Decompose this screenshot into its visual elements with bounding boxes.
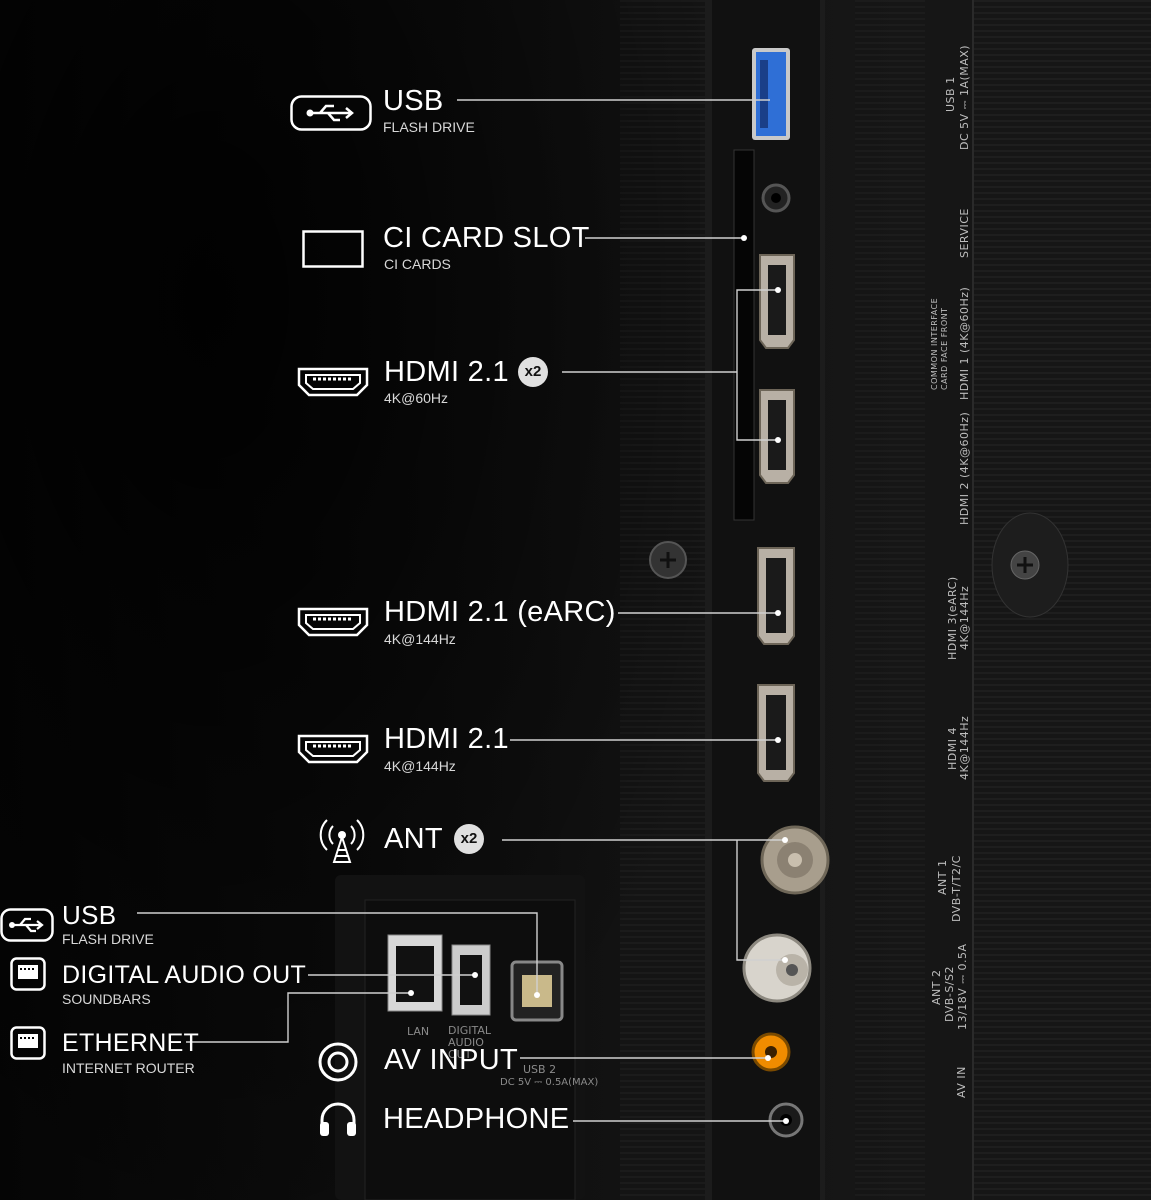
hdmi-pair-count-badge: x2 — [518, 357, 548, 387]
ci-card-icon — [302, 230, 364, 268]
headphone-title: HEADPHONE — [383, 1103, 570, 1135]
panel-label-usb2: USB 2 — [523, 1063, 557, 1076]
hdmi-pair-title: HDMI 2.1 — [384, 356, 509, 388]
panel-label-ant2-std: DVB-S/S2 — [943, 966, 956, 1022]
panel-label-usb1-power: DC 5V ⎓ 1A(MAX) — [958, 44, 971, 150]
panel-label-ant2: ANT 2 — [930, 969, 943, 1005]
panel-label-hdmi1: HDMI 1 (4K@60Hz) — [958, 286, 971, 400]
panel-label-usb2-power: DC 5V ⎓ 0.5A(MAX) — [500, 1077, 599, 1088]
av-input-title: AV INPUT — [384, 1044, 518, 1076]
panel-label-hdmi3-rate: 4K@144Hz — [958, 585, 971, 650]
hdmi-earc-title: HDMI 2.1 (eARC) — [384, 596, 616, 628]
hdmi-single-icon — [297, 734, 369, 764]
ethernet-icon — [10, 1026, 46, 1060]
ant-count-badge: x2 — [454, 824, 484, 854]
ethernet-subtitle: INTERNET ROUTER — [62, 1060, 195, 1076]
hdmi-pair-subtitle: 4K@60Hz — [384, 390, 449, 406]
digital-audio-title: DIGITAL AUDIO OUT — [62, 961, 307, 989]
panel-label-ant1-std: DVB-T/T2/C — [950, 855, 963, 922]
hdmi-earc-icon — [297, 607, 369, 637]
ci-subtitle: CI CARDS — [384, 256, 451, 272]
usb-bottom-subtitle: FLASH DRIVE — [62, 931, 154, 947]
panel-label-digital-audio-out: DIGITAL AUDIO OUT — [448, 1024, 492, 1061]
headphone-icon — [320, 1102, 356, 1136]
panel-label-ant1: ANT 1 — [936, 859, 949, 895]
panel-label-usb1: USB 1 — [944, 76, 957, 112]
panel-label-ant2-power: 13/18V ⎓ 0.5A — [956, 943, 969, 1030]
hdmi-icon — [297, 367, 369, 397]
panel-label-av-in: AV IN — [955, 1066, 968, 1098]
panel-label-card-face-front: CARD FACE FRONT — [940, 307, 949, 390]
panel-label-hdmi2: HDMI 2 (4K@60Hz) — [958, 411, 971, 525]
panel-label-common-interface: COMMON INTERFACE — [930, 297, 939, 390]
usb-top-subtitle: FLASH DRIVE — [383, 119, 475, 135]
panel-label-service: SERVICE — [958, 208, 971, 258]
ant-title: ANT — [384, 823, 443, 855]
digital-audio-subtitle: SOUNDBARS — [62, 991, 151, 1007]
hdmi-earc-subtitle: 4K@144Hz — [384, 631, 456, 647]
panel-label-hdmi4-rate: 4K@144Hz — [958, 715, 971, 780]
optical-port-icon — [10, 957, 46, 991]
antenna-icon — [319, 819, 365, 863]
usb-icon-bottom — [0, 908, 54, 942]
usb-bottom-title: USB — [62, 900, 117, 930]
usb-top-title: USB — [383, 85, 444, 117]
panel-label-lan: LAN — [407, 1025, 430, 1038]
hdmi-single-title: HDMI 2.1 — [384, 723, 509, 755]
ethernet-title: ETHERNET — [62, 1029, 200, 1057]
hdmi-single-subtitle: 4K@144Hz — [384, 758, 456, 774]
av-input-icon — [318, 1042, 358, 1082]
ci-title: CI CARD SLOT — [383, 222, 590, 254]
usb-icon — [290, 95, 372, 131]
